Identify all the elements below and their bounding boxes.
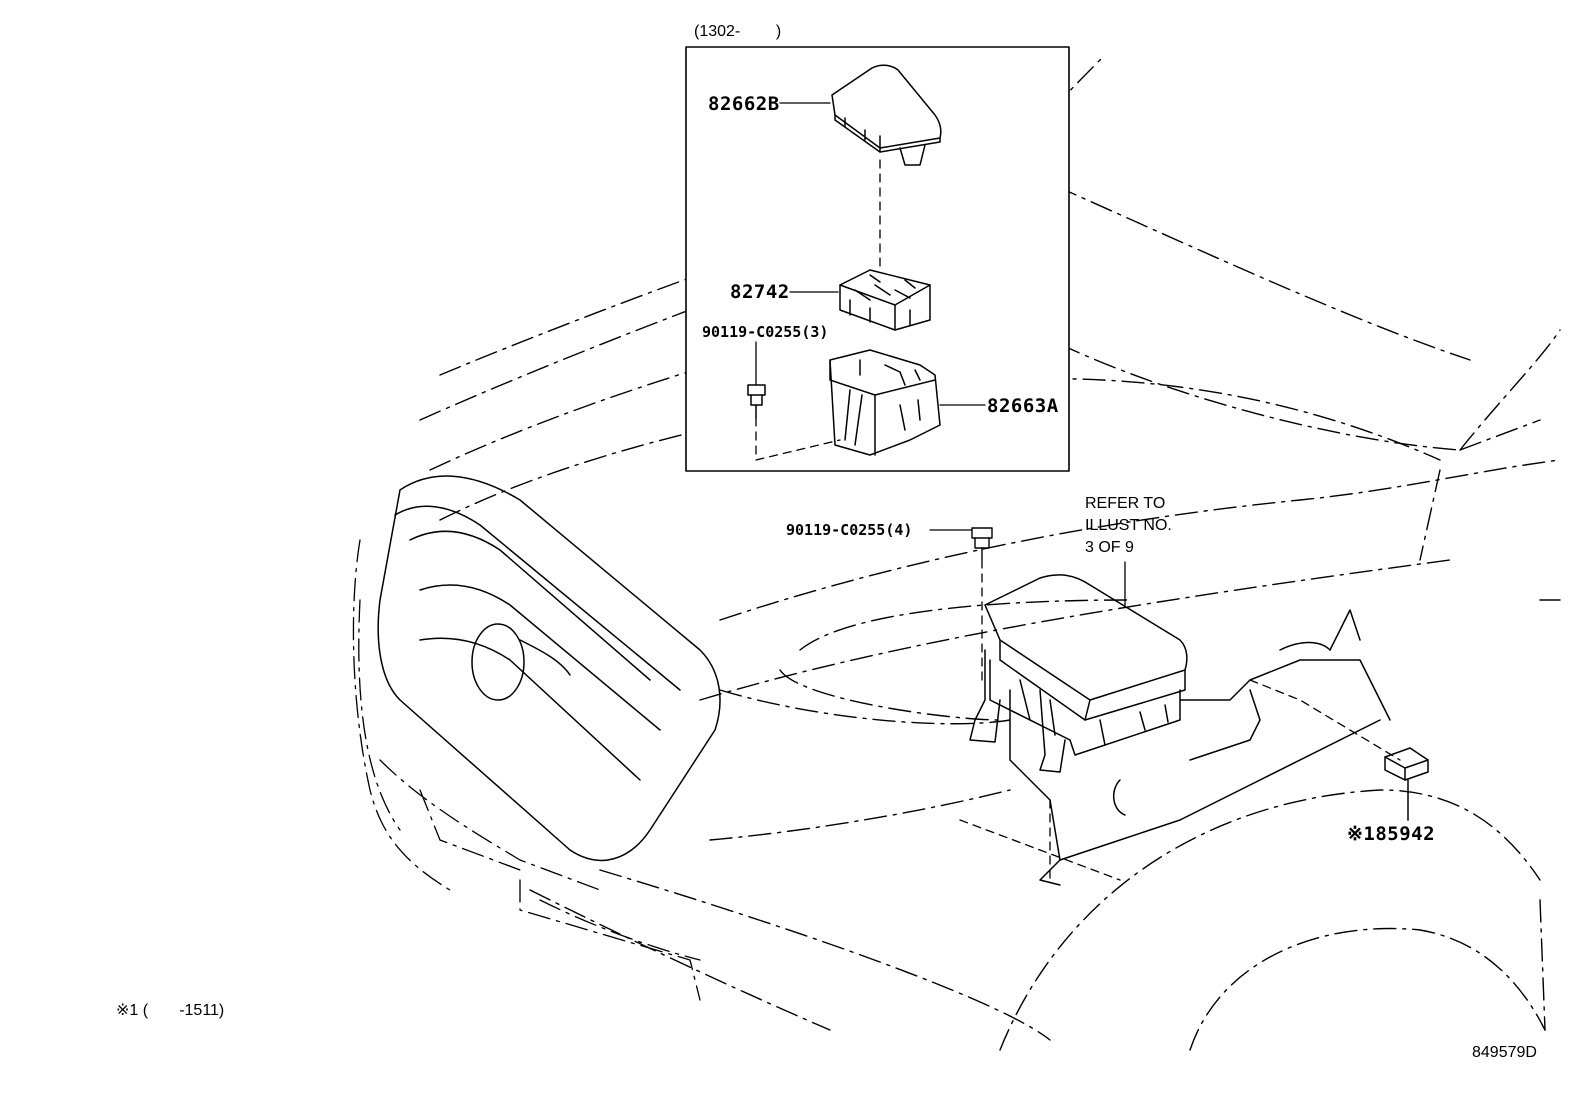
assembly-lines-main [959, 559, 1401, 881]
part-label-bolt-main[interactable]: 90119-C0255(4) [786, 521, 913, 539]
part-label-82742[interactable]: 82742 [730, 281, 790, 303]
illustration-code: 849579D [1472, 1044, 1537, 1061]
relay-block-assembly [969, 574, 1391, 886]
emblem [471, 623, 571, 701]
grille [377, 475, 721, 862]
front-bumper [352, 539, 701, 1001]
footnote: ※1 ( -1511) [116, 1002, 225, 1019]
part-label-185942[interactable]: ※185942 [1347, 823, 1436, 845]
refer-line-2: ILLUST NO. [1085, 517, 1172, 534]
part-label-bolt-inset[interactable]: 90119-C0255(3) [702, 323, 829, 341]
inset-parts [747, 64, 942, 456]
relay-185942 [1384, 747, 1429, 821]
inset-frame [685, 46, 1070, 472]
leader-lines-main [929, 529, 1126, 606]
assembly-lines-inset [755, 159, 881, 461]
part-label-82662b[interactable]: 82662B [708, 93, 780, 115]
refer-note: REFER TO ILLUST NO. 3 OF 9 [1085, 493, 1172, 559]
part-label-82663a[interactable]: 82663A [987, 395, 1059, 417]
bolt-main [971, 527, 993, 561]
refer-line-1: REFER TO [1085, 495, 1166, 512]
leader-lines-inset [755, 102, 986, 406]
inset-header: (1302- ) [694, 23, 782, 40]
refer-line-3: 3 OF 9 [1085, 539, 1134, 556]
